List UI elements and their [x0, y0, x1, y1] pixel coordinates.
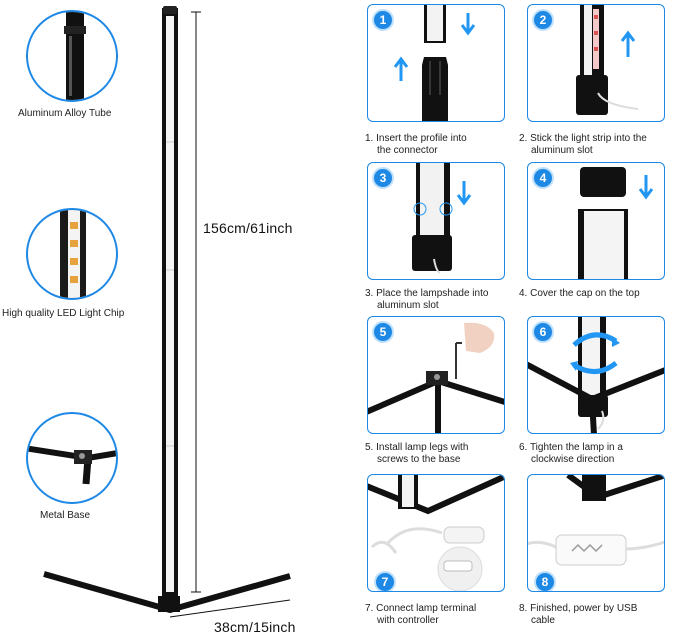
step-2-panel: 2 [527, 4, 665, 122]
step-5-illustration [368, 322, 504, 433]
aluminum-tube-closeup [26, 10, 118, 102]
step-5-badge: 5 [372, 321, 394, 343]
step-6-caption: 6. Tighten the lamp in a clockwise direc… [519, 442, 623, 465]
step-3-panel: 3 [367, 162, 505, 280]
step-6-badge: 6 [532, 321, 554, 343]
step-4-illustration [578, 167, 654, 279]
led-chip-closeup-icon [60, 210, 86, 298]
feature-label-base: Metal Base [40, 510, 91, 521]
width-dimension: 38cm/15inch [214, 619, 296, 635]
step-2-caption: 2. Stick the light strip into the alumin… [519, 133, 647, 156]
step-1-caption: 1. Insert the profile into the connector [365, 133, 467, 156]
floor-lamp-illustration [43, 6, 291, 618]
step-1-illustration [393, 5, 476, 121]
feature-label-aluminum: Aluminum Alloy Tube [18, 108, 112, 119]
feature-label-led: High quality LED Light Chip [2, 308, 125, 319]
metal-base-closeup [26, 412, 118, 504]
step-1-badge: 1 [372, 9, 394, 31]
step-7-illustration [368, 475, 504, 591]
step-4-badge: 4 [532, 167, 554, 189]
aluminum-tube-closeup-icon [64, 12, 86, 100]
step-6-panel: 6 [527, 316, 665, 434]
step-8-illustration [528, 475, 664, 566]
step-6-illustration [528, 317, 664, 433]
step-3-illustration [412, 163, 472, 274]
step-2-illustration [576, 5, 639, 115]
step-7-caption: 7. Connect lamp terminal with controller [365, 603, 477, 626]
metal-base-closeup-icon [28, 445, 116, 485]
step-7-badge: 7 [374, 571, 396, 591]
step-2-badge: 2 [532, 9, 554, 31]
step-3-badge: 3 [372, 167, 394, 189]
step-5-panel: 5 [367, 316, 505, 434]
step-4-panel: 4 [527, 162, 665, 280]
led-chip-closeup [26, 208, 118, 300]
step-4-caption: 4. Cover the cap on the top [519, 288, 640, 299]
step-3-caption: 3. Place the lampshade into aluminum slo… [365, 288, 489, 311]
step-1-panel: 1 [367, 4, 505, 122]
step-7-panel: 7 [367, 474, 505, 592]
step-5-caption: 5. Install lamp legs with screws to the … [365, 442, 469, 465]
step-8-caption: 8. Finished, power by USB cable [519, 603, 638, 626]
step-8-badge: 8 [534, 571, 556, 591]
height-dimension: 156cm/61inch [203, 220, 293, 236]
step-8-panel: 8 [527, 474, 665, 592]
